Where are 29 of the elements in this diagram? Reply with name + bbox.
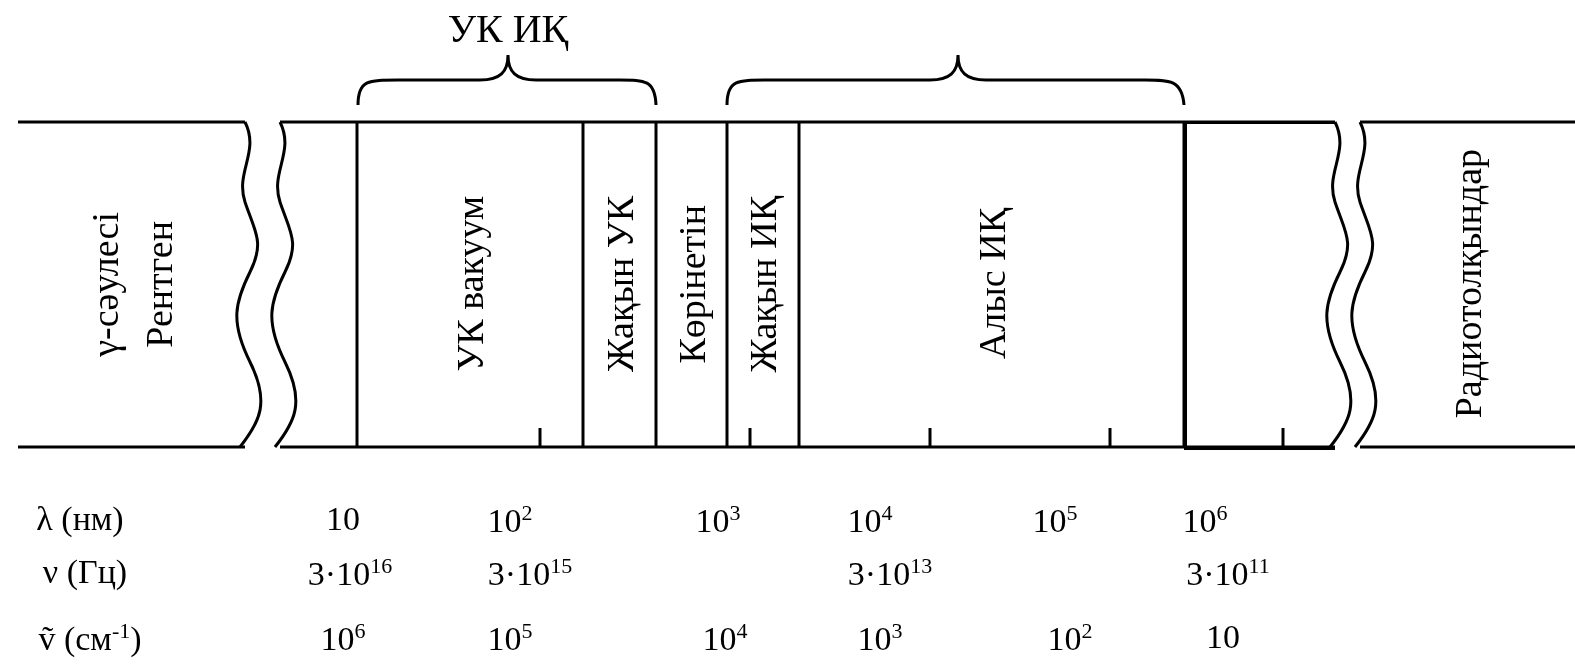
axis-label: ṽ (см$^{-1}$): [38, 618, 142, 659]
band-label: Көрінетін: [669, 204, 714, 364]
scale-value: 3·10$^{13}$: [847, 553, 933, 594]
scale-value: 10$^{6}$: [1182, 500, 1228, 541]
scale-value: 10: [1206, 618, 1240, 656]
scale-value: 3·10$^{16}$: [307, 553, 393, 594]
scale-value: 3·10$^{15}$: [487, 553, 573, 594]
band-label: Алыс ИҚ: [969, 208, 1014, 360]
scale-value: 10$^{3}$: [695, 500, 741, 541]
scale-value: 10$^{4}$: [702, 618, 748, 659]
bracket-label: УК ИҚ: [447, 5, 569, 52]
scale-value: 10$^{2}$: [487, 500, 533, 541]
band-label: Радиотолқындар: [1445, 149, 1490, 419]
band-label: γ-сәулесі: [82, 211, 127, 357]
scale-value: 10: [326, 500, 360, 538]
band-label: Жақын ИҚ: [741, 195, 785, 373]
scale-value: 10$^{5}$: [487, 618, 533, 659]
band-label: УК вакуум: [448, 196, 492, 372]
scale-value: 10$^{5}$: [1032, 500, 1078, 541]
scale-value: 10$^{2}$: [1047, 618, 1093, 659]
scale-value: 3·10$^{11}$: [1186, 553, 1270, 594]
axis-label: ν (Гц): [42, 553, 128, 591]
scale-value: 10$^{3}$: [857, 618, 903, 659]
band-label: Рентген: [136, 220, 181, 348]
spectrum-band: [1184, 121, 1335, 450]
axis-label: λ (нм): [36, 500, 124, 538]
scale-value: 10$^{4}$: [847, 500, 893, 541]
scale-value: 10$^{6}$: [320, 618, 366, 659]
band-label: Жақын УК: [597, 195, 642, 372]
